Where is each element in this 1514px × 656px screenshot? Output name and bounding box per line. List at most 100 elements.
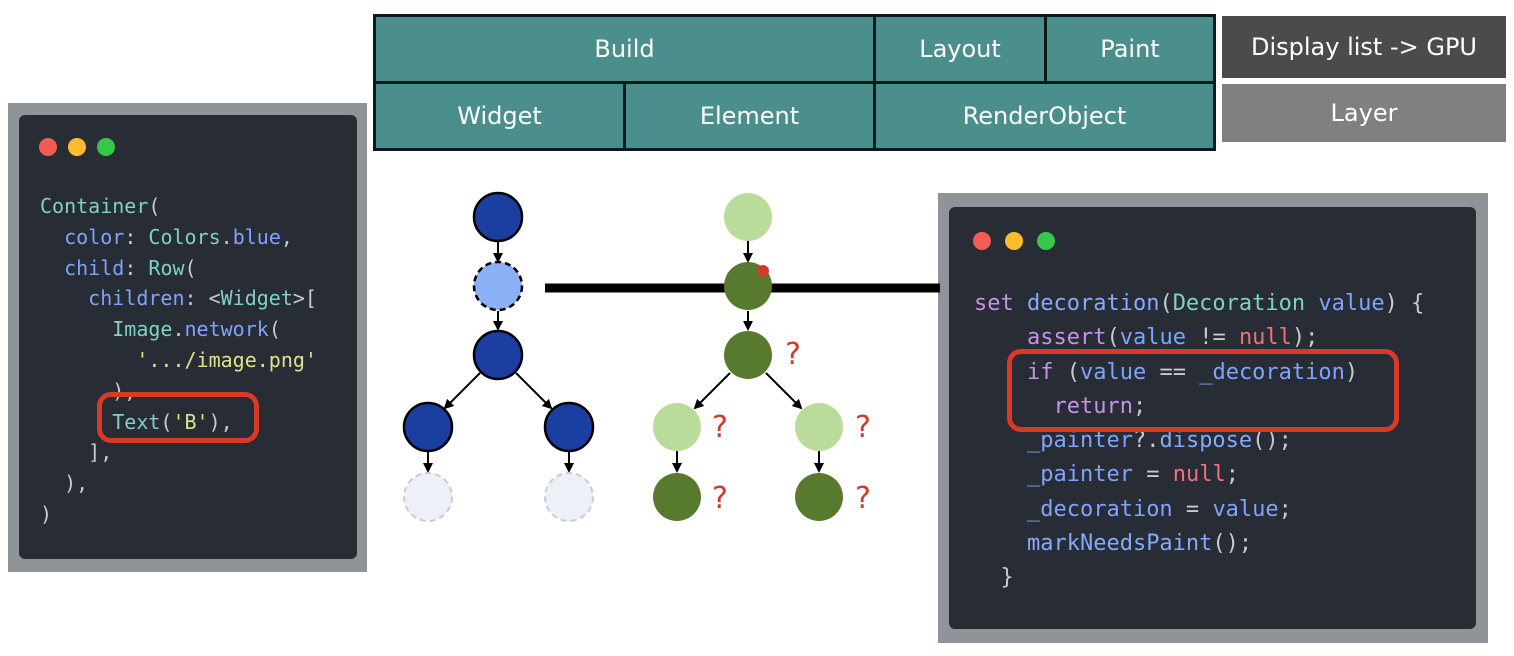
code-line: Container( [40, 191, 317, 222]
code-token: 'B' [172, 409, 209, 434]
paint-stage: Paint [1044, 14, 1216, 84]
code-token: null [1238, 325, 1292, 351]
code-token: ( [1106, 325, 1120, 351]
code-line: ), [40, 468, 317, 499]
code-token: set [974, 291, 1027, 316]
code-token: : < [184, 286, 221, 311]
code-token: assert [1026, 325, 1107, 351]
code-line: } [974, 561, 1424, 595]
code-line: return; [974, 390, 1424, 424]
code-token: dispose [1159, 428, 1253, 454]
dirty-marker-dot [757, 265, 769, 277]
code-line: Text('B'), [40, 407, 317, 438]
code-line: color: Colors.blue, [40, 222, 317, 253]
code-token: Colors [148, 224, 221, 249]
left-code-window: Container( color: Colors.blue, child: Ro… [19, 115, 357, 559]
code-line: assert(value != null); [974, 321, 1424, 355]
close-dot-icon [39, 138, 57, 156]
build-stage: Build [373, 14, 876, 84]
code-token: = [1132, 462, 1173, 488]
code-line: children: <Widget>[ [40, 283, 317, 314]
code-token: ( [184, 255, 197, 280]
minimize-dot-icon [1005, 232, 1023, 250]
element-root-node [724, 193, 772, 241]
question-mark: ? [855, 481, 871, 516]
maximize-dot-icon [97, 138, 115, 156]
code-token: == [1146, 359, 1200, 385]
code-token: } [974, 565, 1014, 591]
minimize-dot-icon [68, 138, 86, 156]
code-token: ( [160, 409, 173, 434]
render-object-label: RenderObject [962, 102, 1127, 130]
code-token: . [172, 317, 185, 342]
element-tree-cell: Element [623, 81, 876, 151]
code-line: _decoration = value; [974, 493, 1424, 527]
code-token: '.../image.png' [136, 347, 317, 372]
code-line: '.../image.png' [40, 345, 317, 376]
widget-code-snippet: Container( color: Colors.blue, child: Ro… [40, 191, 317, 530]
code-token: ), [40, 378, 137, 403]
code-token: ; [1278, 496, 1292, 522]
widget-right-child-node [543, 401, 595, 453]
paint-stage-label: Paint [1100, 35, 1160, 63]
code-token: ( [1159, 291, 1173, 316]
code-token [974, 462, 1027, 487]
element-left-child-node [653, 403, 701, 451]
display-list-label: Display list -> GPU [1250, 33, 1477, 61]
code-token: Text [112, 409, 161, 434]
code-line: set decoration(Decoration value) { [974, 287, 1424, 321]
code-token: ; [1132, 393, 1147, 419]
display-list-cell: Display list -> GPU [1222, 16, 1506, 78]
code-token: _painter [1026, 462, 1133, 488]
code-token: ) [40, 501, 53, 526]
widget-dirty-node [472, 260, 524, 312]
code-token: ), [208, 409, 233, 434]
code-token: _decoration [1199, 359, 1345, 385]
widget-edge [443, 372, 481, 410]
code-token: null [1172, 462, 1226, 488]
code-token: : [124, 224, 149, 249]
close-dot-icon [973, 232, 991, 250]
code-token: child [64, 255, 125, 280]
code-token: ), [40, 471, 89, 496]
question-mark: ? [712, 410, 728, 445]
code-token: decoration [1026, 291, 1160, 316]
code-token: color [64, 224, 125, 249]
code-token: return [1053, 393, 1133, 419]
layout-stage-label: Layout [919, 35, 1001, 63]
code-token [974, 497, 1027, 522]
code-token: : [124, 255, 149, 280]
equality-check-highlight [1007, 349, 1399, 432]
code-token: (); [1252, 428, 1292, 454]
code-token: , [280, 224, 293, 249]
code-token: != [1185, 325, 1239, 351]
code-line: ], [40, 437, 317, 468]
code-token [974, 531, 1027, 556]
code-token: . [220, 224, 233, 249]
code-token: ) { [1384, 291, 1425, 316]
code-token: Row [148, 255, 185, 280]
code-token: value [1212, 496, 1279, 522]
widget-root-node [472, 191, 524, 243]
build-stage-label: Build [594, 35, 655, 63]
code-token: Widget [220, 286, 293, 311]
tree-diagram: ? ? ? ? ? [402, 191, 940, 522]
element-right-child-node [795, 403, 843, 451]
code-line: ), [40, 376, 317, 407]
layer-label: Layer [1330, 99, 1398, 127]
code-token [974, 325, 1027, 350]
code-token: network [184, 317, 269, 342]
code-token: ( [148, 194, 161, 218]
question-mark: ? [855, 410, 871, 445]
widget-tree-label: Widget [457, 102, 542, 130]
text-widget-highlight [97, 392, 259, 443]
maximize-dot-icon [1037, 232, 1055, 250]
code-line: _painter?.dispose(); [974, 424, 1424, 458]
element-tree-label: Element [699, 102, 800, 130]
element-row-node [724, 331, 772, 379]
code-token: ) [1344, 359, 1359, 385]
question-mark: ? [785, 337, 801, 372]
element-right-leaf-node [795, 473, 843, 521]
code-token: value [1318, 291, 1385, 316]
code-token: Image [112, 317, 173, 342]
